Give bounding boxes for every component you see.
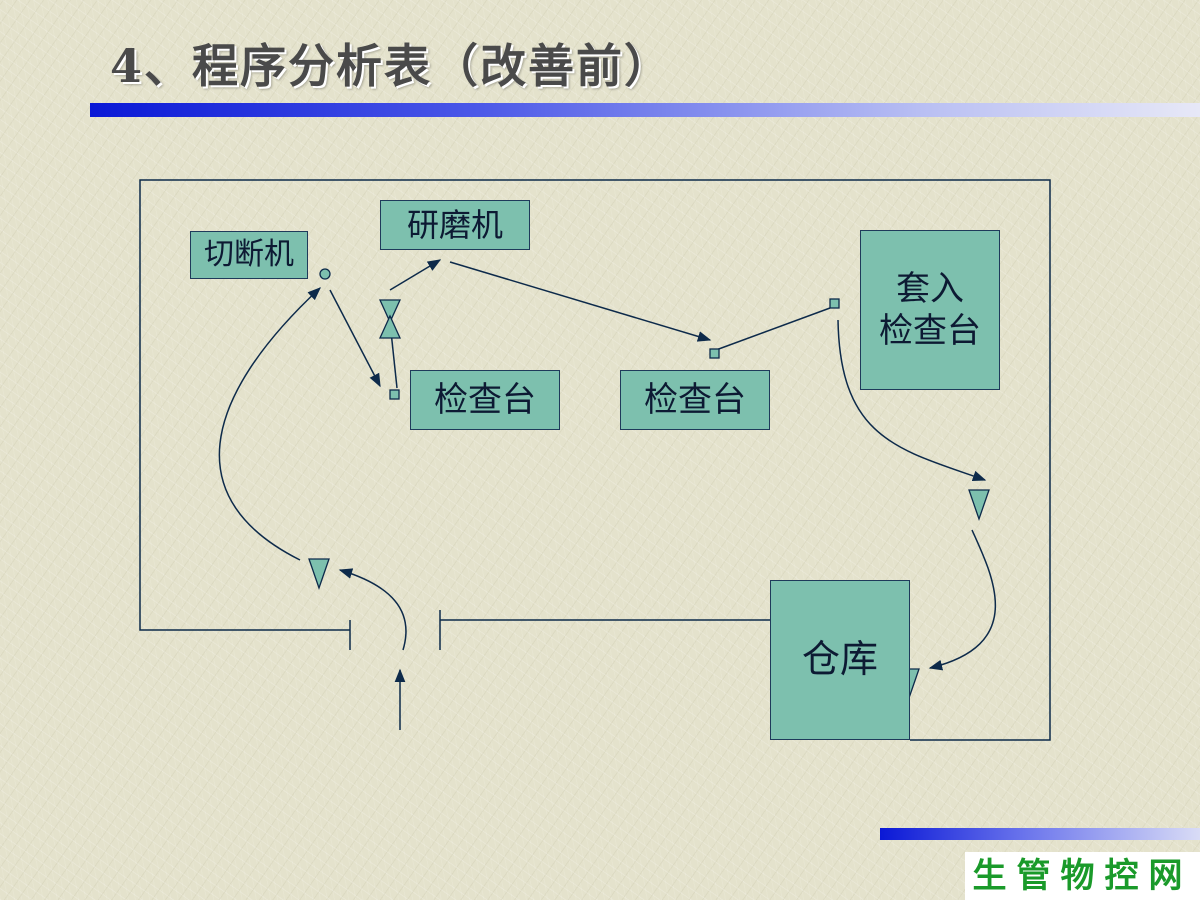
inspection-symbol xyxy=(829,298,840,309)
plant-wall xyxy=(139,179,1051,741)
flow-inspection-to-fit xyxy=(715,307,831,351)
flow-storage-to-warehouse xyxy=(928,529,997,671)
flow-entry-to-storage xyxy=(338,568,407,651)
footer-accent-bar xyxy=(880,828,1200,840)
fit-inspection-station: 套入 检查台 xyxy=(860,230,1000,390)
flow-wait-to-grinder xyxy=(389,259,442,291)
plant-outline xyxy=(139,179,1051,741)
brand-logo: 生管物控网 xyxy=(965,852,1200,900)
flow-grinder-to-inspection xyxy=(449,261,712,342)
grinder-station: 研磨机 xyxy=(380,200,530,250)
inspection-station: 检查台 xyxy=(410,370,560,430)
storage-symbol xyxy=(968,489,990,521)
inspection-symbol xyxy=(389,389,400,400)
flow-storage-to-cutter xyxy=(218,287,321,561)
flow-cutter-to-inspection xyxy=(329,289,381,388)
operation-symbol xyxy=(319,268,331,280)
page-title: 4、程序分析表（改善前） xyxy=(110,39,673,93)
inspection-symbol xyxy=(709,348,720,359)
title-underline-bar xyxy=(90,103,1200,117)
storage-symbol xyxy=(378,299,402,324)
cutter-station: 切断机 xyxy=(190,231,308,279)
storage-symbol xyxy=(308,558,330,590)
storage-symbol xyxy=(378,314,402,339)
flow-fit-to-storage xyxy=(837,319,987,482)
inspection-station: 检查台 xyxy=(620,370,770,430)
warehouse: 仓库 xyxy=(770,580,910,740)
